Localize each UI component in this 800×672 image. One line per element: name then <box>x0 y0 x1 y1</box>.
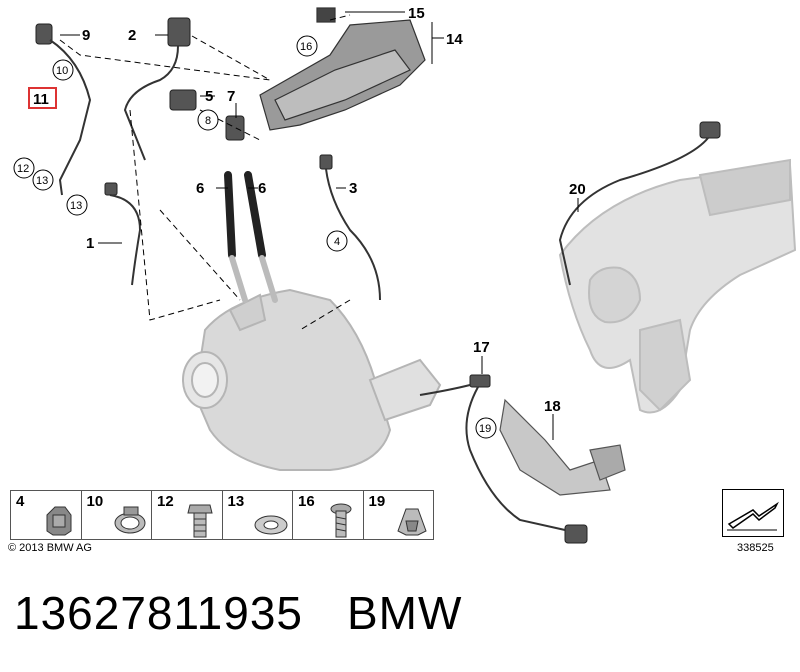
direction-arrow-icon <box>722 489 784 537</box>
legend-number: 16 <box>298 493 315 510</box>
hose-clamp-icon <box>114 506 145 534</box>
callout-4: 4 <box>334 236 340 248</box>
callout-18: 18 <box>544 398 561 415</box>
callout-17: 17 <box>473 339 490 356</box>
callout-8: 8 <box>205 115 211 127</box>
legend-cell: 16 <box>293 491 364 539</box>
legend-number: 10 <box>86 493 104 510</box>
callout-9: 9 <box>82 27 90 44</box>
copyright-text: © 2013 BMW AG <box>8 542 92 554</box>
mounting-plate <box>499 398 626 496</box>
callout-6b: 6 <box>258 180 266 197</box>
part-number: 13627811935 <box>14 587 303 639</box>
clip-icon <box>46 506 72 536</box>
parts-legend: 4 10 12 13 16 <box>10 490 434 540</box>
callout-20: 20 <box>569 181 586 198</box>
intake-manifold <box>558 158 797 414</box>
callout-6a: 6 <box>196 180 204 197</box>
particulate-filter <box>182 288 442 471</box>
legend-number: 13 <box>227 493 245 510</box>
legend-cell: 4 <box>11 491 82 539</box>
callout-13b: 13 <box>70 200 82 212</box>
sensors <box>35 17 721 544</box>
legend-number: 12 <box>157 493 174 510</box>
leader-lines <box>59 14 351 331</box>
caption: 13627811935 BMW <box>14 586 506 640</box>
legend-number: 4 <box>16 493 25 510</box>
hex-screw-icon <box>330 503 352 538</box>
callout-19: 19 <box>479 423 491 435</box>
cable-holder-icon <box>396 508 427 536</box>
callout-3: 3 <box>349 180 357 197</box>
vacuum-hoses-lower <box>229 255 278 303</box>
vacuum-hoses <box>224 171 266 259</box>
callout-15: 15 <box>408 5 425 22</box>
callout-leaders <box>60 11 579 440</box>
legend-cell: 13 <box>223 491 293 539</box>
callout-2: 2 <box>128 27 136 44</box>
legend-cell: 19 <box>364 491 434 539</box>
callout-7: 7 <box>227 88 235 105</box>
legend-number: 19 <box>368 493 386 510</box>
parts-diagram: 9 10 11 12 13 13 2 5 7 8 6 6 3 4 1 16 15… <box>13 5 797 544</box>
callout-1: 1 <box>86 235 94 252</box>
brand-name: BMW <box>347 587 463 639</box>
callout-5: 5 <box>205 88 213 105</box>
callout-14: 14 <box>446 31 463 48</box>
cables <box>49 39 709 531</box>
legend-cell: 10 <box>82 491 152 539</box>
hollow-bolt-icon <box>187 504 213 538</box>
legend-cell: 12 <box>152 491 223 539</box>
callout-10: 10 <box>56 65 68 77</box>
callout-13a: 13 <box>36 175 48 187</box>
callout-11: 11 <box>33 91 49 108</box>
sensor-bracket <box>259 7 426 131</box>
callout-16: 16 <box>300 41 312 53</box>
sealing-ring-icon <box>254 515 287 535</box>
highlight-box <box>28 87 57 109</box>
callout-12: 12 <box>17 163 29 175</box>
reference-number: 338525 <box>737 542 774 554</box>
